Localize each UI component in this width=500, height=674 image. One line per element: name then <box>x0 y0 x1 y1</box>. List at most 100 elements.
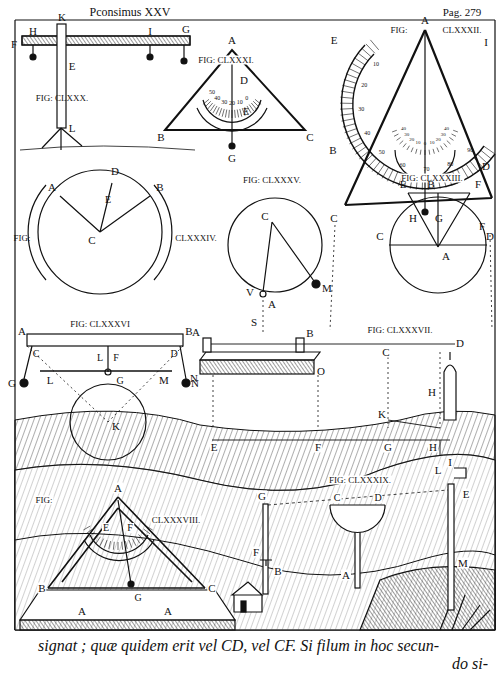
tick <box>341 114 354 116</box>
point-letter: E <box>400 179 407 190</box>
tick <box>344 79 356 83</box>
figure-label: FIG: CLXXXVI <box>70 320 130 329</box>
point-letter: L <box>47 375 54 386</box>
tick <box>382 167 389 178</box>
point-letter: E <box>462 489 471 500</box>
page-text: signat ; quæ quidem erit vel CD, vel CF.… <box>38 638 439 654</box>
point-letter: C <box>333 493 342 503</box>
point-letter: C <box>381 347 390 358</box>
tick <box>351 63 362 69</box>
point-letter: E <box>210 442 219 453</box>
tick <box>346 74 358 79</box>
point-letter: G <box>257 491 267 502</box>
point-letter: E <box>243 107 249 117</box>
point-letter: K <box>112 421 120 432</box>
point-letter: B <box>427 179 434 190</box>
point-letter: E <box>105 195 111 205</box>
plate-heading: Pconsimus XXV <box>88 6 171 18</box>
scale-number: 10 <box>429 139 434 144</box>
plate-frame <box>15 20 495 630</box>
fig-188 <box>20 497 235 630</box>
point-letter: G <box>116 376 123 386</box>
tick <box>447 141 451 144</box>
tick <box>449 137 453 140</box>
tick <box>403 143 406 147</box>
tick <box>121 542 123 550</box>
tick <box>397 137 401 140</box>
scale-ticks <box>340 40 495 190</box>
point-letter: F <box>475 179 481 190</box>
figure-label: FIG: <box>13 234 30 243</box>
tick <box>470 161 478 171</box>
point-letter: C <box>330 213 337 224</box>
tick <box>219 108 222 116</box>
point-letter: A <box>421 15 429 26</box>
figure-label: FIG: <box>389 26 408 35</box>
point-letter: A <box>228 35 236 46</box>
tick <box>342 85 355 88</box>
hill-shade <box>15 454 495 630</box>
tick <box>363 155 372 164</box>
fig-184 <box>28 170 172 294</box>
scale-number: 90 <box>467 147 473 153</box>
scale-number: 10 <box>416 139 421 144</box>
figure-label: Pag. 279 <box>443 7 482 18</box>
tick <box>425 150 426 155</box>
point-letter: K <box>377 409 387 420</box>
point-letter: A <box>113 483 123 494</box>
scale-number: 40 <box>444 125 449 130</box>
tick <box>216 107 219 114</box>
tick <box>341 91 354 93</box>
fig-182 <box>330 30 495 330</box>
hills <box>15 411 495 630</box>
tick <box>356 147 367 155</box>
point-letter: D <box>486 231 494 242</box>
tick <box>362 48 372 57</box>
point-letter: F <box>314 442 322 453</box>
tick <box>437 148 439 153</box>
point-letter: C <box>306 132 313 143</box>
point-letter: A <box>163 606 173 617</box>
tick <box>433 149 434 154</box>
tick <box>348 68 360 74</box>
tick <box>210 105 215 112</box>
point-letter: D <box>456 338 464 349</box>
page-text: do si- <box>452 656 488 672</box>
point-letter: C <box>376 231 383 242</box>
tick <box>225 110 226 118</box>
tick <box>255 99 261 104</box>
point-letter: B <box>157 132 164 143</box>
house <box>232 582 262 612</box>
tick <box>370 40 378 50</box>
point-letter: S <box>251 317 257 328</box>
tick <box>411 148 413 153</box>
point-letter: F <box>479 221 485 232</box>
tick <box>441 146 444 150</box>
point-letter: H <box>29 26 37 37</box>
point-letter: A <box>442 251 450 262</box>
point-letter: H <box>428 442 438 453</box>
point-letter: D <box>482 161 490 172</box>
house-door <box>241 601 246 612</box>
point-letter: M <box>457 558 469 569</box>
point-letter: C <box>207 583 216 594</box>
figure-label: CLXXXIV. <box>175 234 217 243</box>
point-letter: G <box>383 442 393 453</box>
point-letter: B <box>37 583 46 594</box>
point-letter: F <box>11 39 17 50</box>
tick <box>366 44 375 53</box>
figure-label: CLXXXVIII. <box>151 516 202 525</box>
tick <box>392 130 397 132</box>
fig-180 <box>20 24 195 150</box>
tick <box>407 146 410 150</box>
point-letter: C <box>33 349 40 359</box>
scale-number: 10 <box>237 99 243 105</box>
point-letter: G <box>182 24 190 35</box>
point-letter: O <box>317 366 325 377</box>
tick <box>118 542 119 550</box>
point-letter: I <box>447 457 453 468</box>
scale-number: 50 <box>379 149 385 155</box>
foreground <box>360 567 495 630</box>
figure-label: FIG: CLXXX. <box>36 94 89 103</box>
tick <box>144 529 150 534</box>
